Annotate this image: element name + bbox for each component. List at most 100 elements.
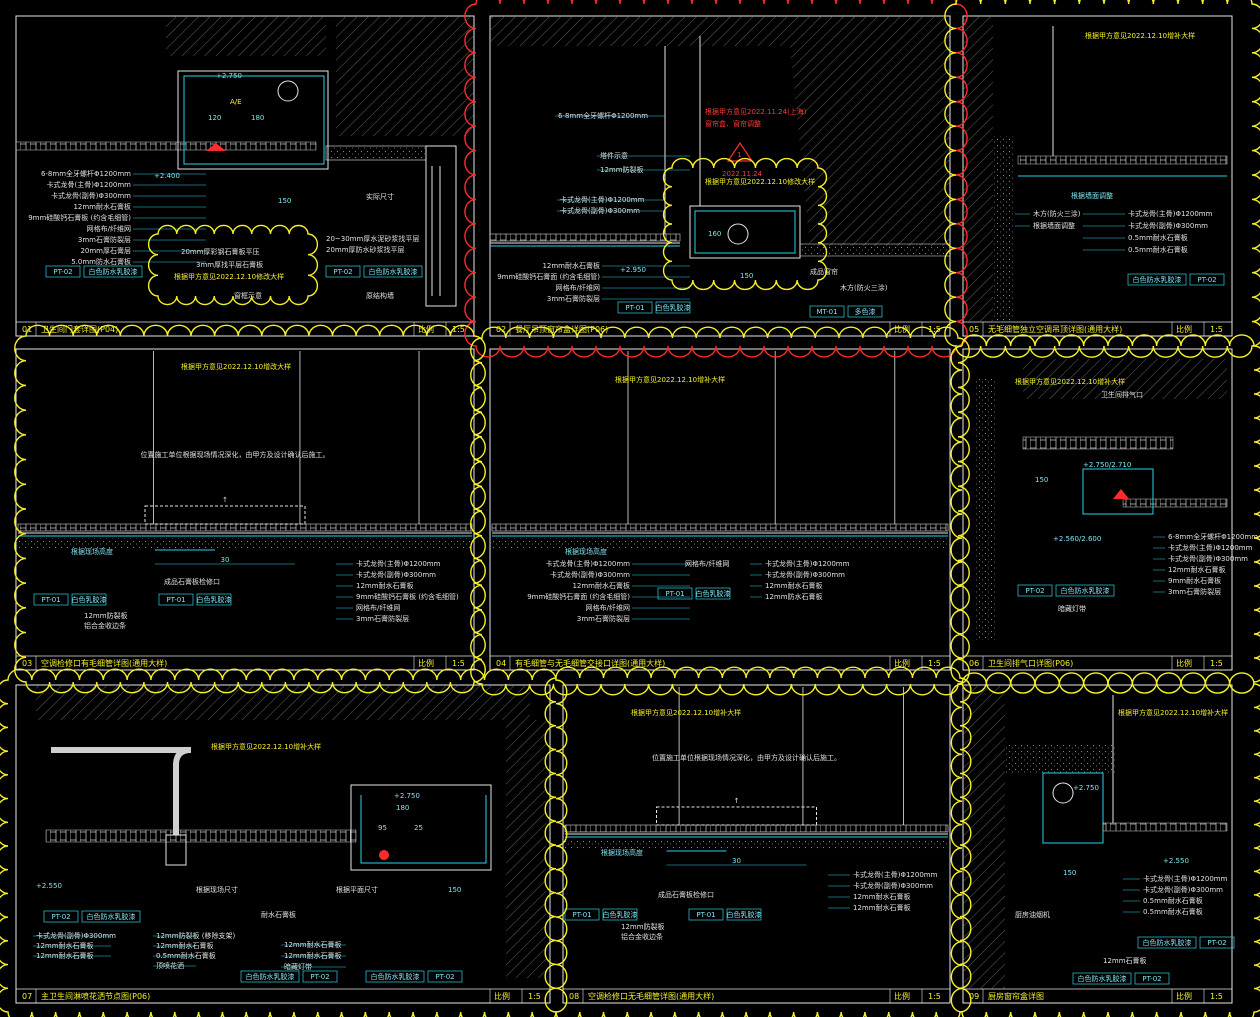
panel-02-title: 餐厅吊顶窗帘盒详图(P06) <box>515 324 608 334</box>
panel-02-d-note-1: 9mm硅酸钙石膏面 (约含毛细管) <box>497 272 600 281</box>
panel-07-shower-pipe <box>51 747 192 835</box>
panel-04-slats <box>491 523 949 532</box>
panel-08-r-note-1: 卡式龙骨(副骨)Φ300mm <box>853 881 933 890</box>
panel-07-r-note-0: 12mm耐水石膏板 <box>284 940 342 949</box>
panel-05-b-note-3: 0.5mm耐水石膏板 <box>1128 245 1188 254</box>
panel-09-hood-note: 厨房油烟机 <box>1015 910 1050 919</box>
panel-09-board-note: 12mm石膏板 <box>1103 956 1147 965</box>
panel-03-r-note-2: 12mm耐水石膏板 <box>356 581 414 590</box>
panel-07-b-tag-box-0 <box>240 970 300 983</box>
panel-06-tag-1: 白色防水乳胶漆 <box>1061 586 1110 595</box>
panel-07-dim-25: 25 <box>414 824 423 832</box>
panel-07-b-tag-box-1 <box>302 970 338 983</box>
panel-06-cloud-note: 根据甲方意见2022.12.10增补大样 <box>1015 377 1125 386</box>
panel-01-title: 卫生间门套详图(P04) <box>41 324 118 334</box>
panel-03-b-tag-box-1 <box>196 593 232 606</box>
panel-03-access-hatch <box>144 505 306 525</box>
panel-03-tag-1: 白色乳胶漆 <box>72 595 107 604</box>
panel-07-l-note-0: 卡式龙骨(副骨)Φ300mm <box>36 931 116 940</box>
panel-03-b-tag-box-0 <box>158 593 194 606</box>
panel-09-scale-label: 比例 <box>1176 991 1192 1001</box>
panel-09-b-tag-box-1 <box>1134 972 1170 985</box>
panel-07-shower-head <box>165 834 187 866</box>
panel-02-d-note-3: 3mm石膏防裂层 <box>547 294 600 303</box>
panel-07-m-note-0: 12mm防裂板 (移除支架) <box>156 931 236 940</box>
panel-02-tag-box-0 <box>617 301 653 314</box>
panel-01-ref: A/E <box>230 98 242 106</box>
panel-09-r-note-3: 0.5mm耐水石膏板 <box>1143 907 1203 916</box>
panel-01-note-1: 卡式龙骨(主骨)Φ1200mm <box>47 180 132 189</box>
panel-01-b-tag-box-0 <box>325 265 361 278</box>
panel-04-l-note-3: 9mm硅酸钙石膏面 (约含毛细管) <box>527 592 630 601</box>
yellow-revision-cloud-panel-09 <box>950 672 1260 1017</box>
panel-06-r-note-5: 3mm石膏防裂层 <box>1168 587 1221 596</box>
panel-08-r-note-2: 12mm耐水石膏板 <box>853 892 911 901</box>
panel-04-l-note-2: 12mm耐水石膏板 <box>572 581 630 590</box>
panel-01-tag-box-1 <box>83 265 143 278</box>
panel-05-b-note-2: 0.5mm耐水石膏板 <box>1128 233 1188 242</box>
panel-05-a-note-1: 根据墙面调整 <box>1033 221 1075 230</box>
panel-04-scale-label: 比例 <box>894 658 910 668</box>
panel-01-cloud-note-2: 根据甲方意见2022.12.10修改大样 <box>174 272 284 281</box>
panel-09-b-tag-0: 白色防水乳胶漆 <box>1078 974 1127 983</box>
panel-01-b-tag-0: PT-02 <box>333 268 352 276</box>
panel-07-plan-size: 根据平面尺寸 <box>336 885 378 894</box>
panel-04-r-note-0: 卡式龙骨(主骨)Φ1200mm <box>765 559 850 568</box>
panel-08-note-board: 12mm防裂板 <box>621 922 665 931</box>
panel-07-l-note-1: 12mm耐水石膏板 <box>36 941 94 950</box>
panel-01-note-3: 12mm耐水石膏板 <box>73 202 131 211</box>
panel-05-b-note-1: 卡式龙骨(副骨)Φ300mm <box>1128 221 1208 230</box>
panel-01-box-inner <box>183 75 325 165</box>
panel-01-note-4: 9mm硅酸钙石膏板 (约含毛细管) <box>28 213 131 222</box>
panel-03-height-note: 根据现场高度 <box>71 547 113 556</box>
panel-02-b-tag-box-0 <box>809 305 845 318</box>
panel-03-b-tag-1: 白色乳胶漆 <box>197 595 232 604</box>
panel-08-tag-box-1 <box>602 908 638 921</box>
panel-07-tag-box-0 <box>43 910 79 923</box>
panel-03-title: 空调检修口有毛细管详图(通用大样) <box>41 658 167 668</box>
panel-03-scale: 1:5 <box>452 659 465 668</box>
panel-05-tag-0: 白色防水乳胶漆 <box>1133 275 1182 284</box>
panel-01-dim-3: 180 <box>251 114 264 122</box>
panel-02-a-note-0: 6-8mm全牙螺杆Φ1200mm <box>558 111 648 120</box>
panel-09-tag-box-1 <box>1199 936 1235 949</box>
panel-09-number: 09 <box>969 992 979 1001</box>
panel-02-b-tag-0: MT-01 <box>816 308 837 316</box>
panel-04-number: 04 <box>496 659 506 668</box>
panel-07-c-tag-box-1 <box>427 970 463 983</box>
panel-08-b-tag-0: PT-01 <box>696 911 715 919</box>
panel-08-r-note-0: 卡式龙骨(主骨)Φ1200mm <box>853 870 938 879</box>
panel-07-site-size: 根据现场尺寸 <box>196 885 238 894</box>
panel-02-cloud-note: 根据甲方意见2022.12.10修改大样 <box>705 177 815 186</box>
panel-07-light-trough <box>350 784 492 871</box>
panel-02-b-tag-1: 多色漆 <box>855 307 876 316</box>
panel-07-title: 主卫生间淋喷花洒节点图(P06) <box>41 991 150 1001</box>
panel-09-dim-150: 150 <box>1063 869 1076 877</box>
panel-09-b-tag-1: PT-02 <box>1142 975 1161 983</box>
panel-07-dim-180: 180 <box>396 804 409 812</box>
panel-07-top-slab <box>36 685 530 720</box>
panel-01-symbol <box>206 143 226 151</box>
panel-01-note-5: 网格布/纤维网 <box>87 224 131 233</box>
panel-01-revision-cloud <box>147 224 319 306</box>
panel-07-dim-150: 150 <box>448 886 461 894</box>
panel-01-floor-slats <box>15 141 317 151</box>
panel-01-cloud-note-0: 20mm厚彩钢石膏板平压 <box>181 247 260 256</box>
panel-04-l-note-0: 卡式龙骨(主骨)Φ1200mm <box>546 559 631 568</box>
panel-02-dim-2: 150 <box>740 272 753 280</box>
panel-08-scale-label: 比例 <box>894 991 910 1001</box>
panel-06-r-note-1: 卡式龙骨(主骨)Φ1200mm <box>1168 543 1253 552</box>
panel-01-tag-1: 白色防水乳胶漆 <box>89 267 138 276</box>
panel-07-c-tag-1: PT-02 <box>435 973 454 981</box>
panel-06-dim-150: 150 <box>1035 476 1048 484</box>
panel-04-l-note-1: 卡式龙骨(副骨)Φ300mm <box>550 570 630 579</box>
panel-04-mesh-note: 网格布/纤维网 <box>685 559 729 568</box>
panel-01-dim-1: +2.400 <box>154 172 180 180</box>
panel-06-title: 卫生间排气口详图(P06) <box>988 658 1073 668</box>
panel-01-note-actual: 实际尺寸 <box>366 192 394 201</box>
panel-04-frame <box>489 348 951 671</box>
